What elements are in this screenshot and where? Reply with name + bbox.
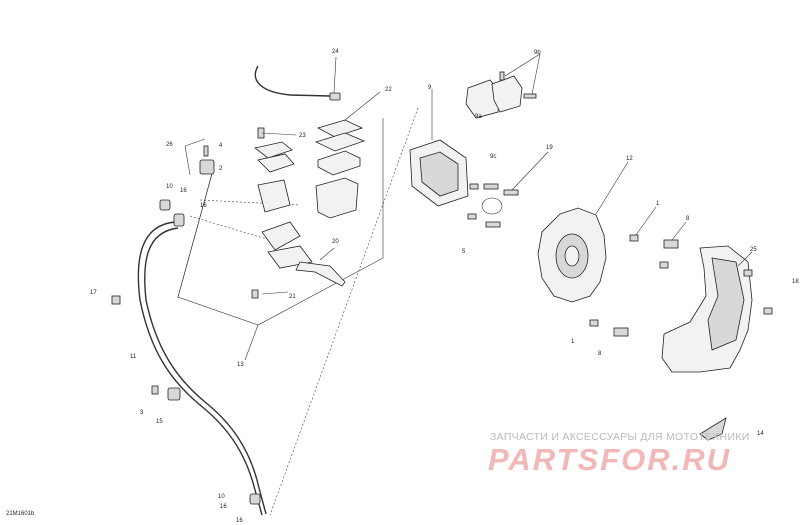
callout: 10 xyxy=(166,184,173,190)
callout: 16 xyxy=(200,203,207,209)
disc-guard-25 xyxy=(661,245,773,373)
callout: 2 xyxy=(219,166,223,172)
callout: 21 xyxy=(289,294,296,300)
watermark-brand: PARTSFOR.RU xyxy=(488,442,732,477)
callout: 24 xyxy=(332,49,339,55)
callout: 18 xyxy=(792,279,799,285)
callout: 5 xyxy=(462,249,466,255)
callout: 16 xyxy=(236,518,243,524)
callout: 11 xyxy=(130,354,137,360)
callout: 3 xyxy=(140,410,144,416)
master-cylinder-parts xyxy=(184,127,297,213)
diagram-code: 21M1601b xyxy=(6,511,35,517)
brake-pads-9a-9b xyxy=(465,53,541,119)
callout: 23 xyxy=(299,133,306,139)
reservoir-cap-22 xyxy=(314,91,381,219)
callout: 8 xyxy=(598,351,602,357)
group-frame-13 xyxy=(177,118,384,361)
brake-disc-12 xyxy=(537,161,629,303)
callout: 9b xyxy=(534,50,541,56)
watermark-tagline: ЗАПЧАСТИ И АКСЕССУАРЫ ДЛЯ МОТОТЕХНИКИ xyxy=(490,431,750,443)
spacers-and-screws xyxy=(589,206,687,337)
callout: 12 xyxy=(626,156,633,162)
brake-lever-20 xyxy=(251,221,346,299)
callout: 1 xyxy=(656,201,660,207)
callout: 19 xyxy=(546,145,553,151)
callout: 9c xyxy=(490,154,496,160)
callout: 22 xyxy=(385,87,392,93)
callout-labels: 24 22 9 9b 9a 26 4 23 2 10 16 16 9c 19 1… xyxy=(90,49,799,524)
dashed-leader-a xyxy=(199,199,301,206)
callout: 13 xyxy=(237,362,244,368)
brake-hose-11 xyxy=(111,199,267,516)
callout: 8 xyxy=(686,216,690,222)
dashed-separator xyxy=(269,107,419,516)
callout: 10 xyxy=(218,494,225,500)
callout: 16 xyxy=(180,188,187,194)
callout: 9a xyxy=(475,114,482,120)
sensor-cable-24 xyxy=(254,56,341,101)
callout: 9 xyxy=(428,85,432,91)
callout: 14 xyxy=(757,431,764,437)
callout: 1 xyxy=(571,339,575,345)
dashed-leader-b xyxy=(189,215,271,241)
callout: 15 xyxy=(156,419,163,425)
callout: 4 xyxy=(219,143,223,149)
decal-14 xyxy=(699,417,727,441)
callout: 17 xyxy=(90,290,97,296)
callout: 25 xyxy=(750,247,757,253)
callout: 20 xyxy=(332,239,339,245)
callout: 16 xyxy=(220,504,227,510)
brake-caliper-9 xyxy=(409,89,469,207)
callout: 26 xyxy=(166,142,173,148)
caliper-bolts xyxy=(467,151,549,228)
